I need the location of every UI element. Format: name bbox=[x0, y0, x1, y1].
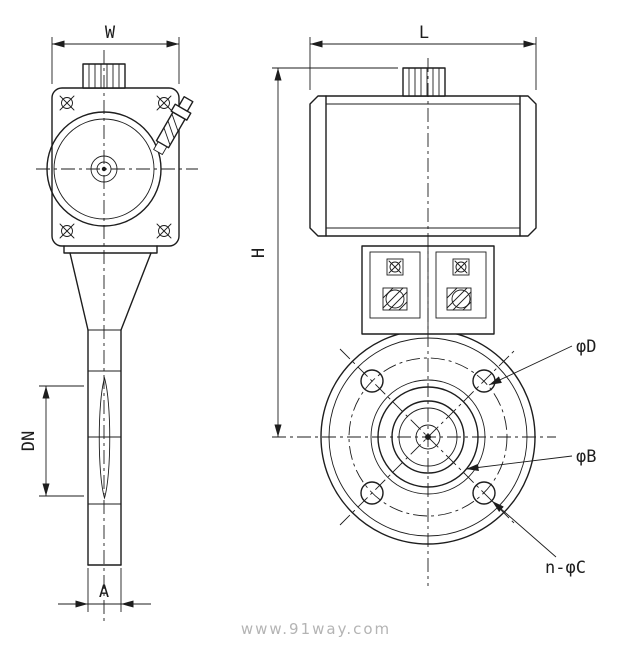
front-view: L H φD φB n-φC bbox=[249, 23, 596, 586]
dimension-h: H bbox=[249, 67, 398, 437]
front-view-centerlines bbox=[272, 58, 556, 586]
butterfly-disc bbox=[98, 376, 111, 500]
pneumatic-actuator-side bbox=[46, 63, 194, 254]
callout-phi-b: φB bbox=[465, 447, 596, 472]
callout-label-phi-d: φD bbox=[576, 337, 596, 357]
bolt-hole bbox=[360, 481, 384, 505]
watermark-text: www.91way.com bbox=[241, 620, 391, 638]
dimension-l: L bbox=[309, 23, 537, 90]
dim-label-w: W bbox=[105, 23, 116, 43]
dim-label-dn: DN bbox=[19, 431, 39, 451]
dimension-a: A bbox=[58, 568, 151, 612]
pneumatic-actuator-front bbox=[309, 67, 537, 237]
dim-label-h: H bbox=[249, 248, 269, 258]
air-fitting bbox=[153, 95, 194, 156]
callout-n-phi-c: n-φC bbox=[491, 500, 586, 578]
corner-screw bbox=[59, 95, 172, 239]
valve-neck bbox=[69, 252, 152, 331]
side-view: W DN A bbox=[19, 23, 198, 622]
dimension-w: W bbox=[51, 23, 180, 84]
bolt-hole bbox=[360, 369, 384, 393]
actuator-top-cap-front bbox=[402, 67, 446, 97]
bolt-hole bbox=[472, 481, 496, 505]
callout-label-n-phi-c: n-φC bbox=[545, 558, 586, 578]
dim-label-l: L bbox=[419, 23, 429, 43]
dim-label-a: A bbox=[99, 582, 109, 602]
side-view-centerlines bbox=[36, 50, 198, 622]
pipe-body bbox=[87, 329, 122, 566]
callout-label-phi-b: φB bbox=[576, 447, 596, 467]
dimension-dn: DN bbox=[19, 385, 84, 497]
callout-phi-d: φD bbox=[488, 337, 596, 386]
